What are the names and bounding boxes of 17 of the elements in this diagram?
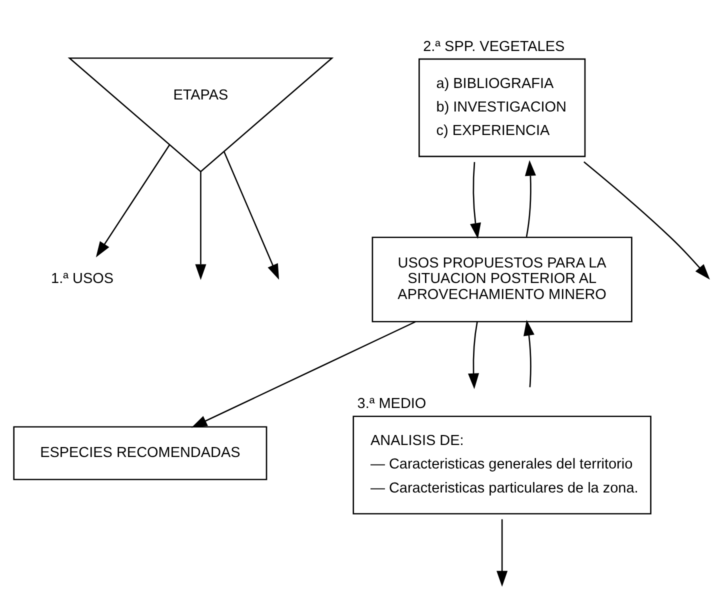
node-label: 2.ª SPP. VEGETALES bbox=[423, 38, 565, 55]
arrow bbox=[524, 160, 536, 238]
node-text: 1.ª USOS bbox=[51, 271, 114, 288]
node-box: a) BIBLIOGRAFIA b) INVESTIGACION c) EXPERIENCIA bbox=[418, 58, 586, 158]
arrow bbox=[223, 151, 280, 280]
arrow bbox=[496, 519, 508, 587]
arrow bbox=[195, 172, 206, 280]
arrow bbox=[468, 322, 480, 390]
arrow bbox=[470, 162, 481, 239]
arrow bbox=[524, 320, 534, 388]
node-box: ANALISIS DE: — Caracteristicas generales del territorio — Caracteristicas particulares de la zona. bbox=[352, 416, 652, 514]
arrow bbox=[584, 161, 710, 280]
arrow bbox=[191, 321, 416, 428]
node-box: ESPECIES RECOMENDADAS bbox=[13, 426, 268, 480]
node-label: 3.ª MEDIO bbox=[357, 396, 426, 412]
arrow bbox=[96, 144, 170, 258]
node-box: USOS PROPUESTOS PARA LA SITUACION POSTERIOR AL APROVECHAMIENTO MINERO bbox=[372, 236, 632, 322]
